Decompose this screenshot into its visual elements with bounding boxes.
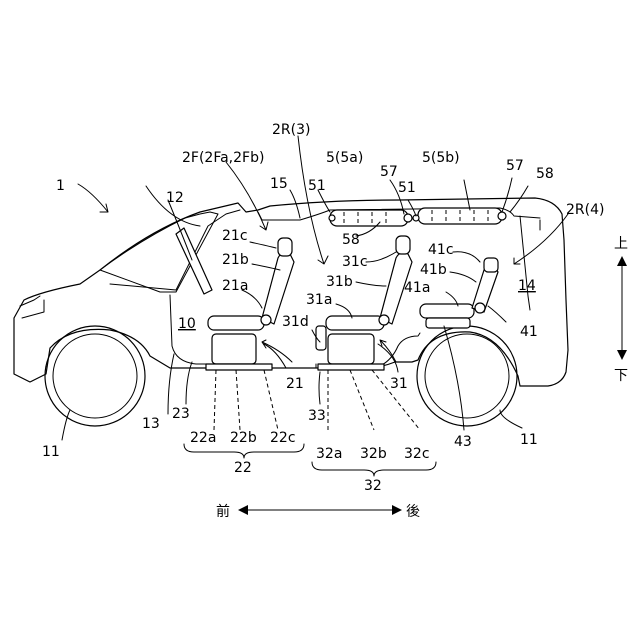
rails-22-dashed — [214, 370, 278, 430]
label-15: 15 — [270, 176, 288, 192]
label-22b: 22b — [230, 430, 257, 446]
seat-41c-headrest — [484, 258, 498, 272]
label-57-right: 57 — [506, 158, 524, 174]
front-arrowhead — [238, 505, 248, 515]
label-31c: 31c — [342, 254, 368, 270]
seat-21a-cushion — [208, 316, 264, 330]
label-32b: 32b — [360, 446, 387, 462]
arrow-21 — [262, 340, 292, 362]
inflator-51-left — [329, 215, 335, 221]
seat-rail-23 — [206, 364, 272, 370]
rear-wheel-inner — [425, 334, 509, 418]
label-10: 10 — [178, 316, 196, 332]
label-51-right: 51 — [398, 180, 416, 196]
seat-21-recliner — [261, 315, 271, 325]
label-11-left: 11 — [42, 444, 60, 460]
direction-rear-label: 後 — [406, 504, 420, 520]
seat-rail-33 — [318, 364, 384, 370]
label-43: 43 — [454, 434, 472, 450]
label-22: 22 — [234, 460, 252, 476]
airbag-5a — [330, 210, 408, 226]
middle-seat-31 — [316, 236, 420, 430]
label-58-mid: 58 — [342, 232, 360, 248]
label-33: 33 — [308, 408, 326, 424]
seat-41-recliner — [475, 303, 485, 313]
front-wheel — [45, 326, 145, 426]
label-32: 32 — [364, 478, 382, 494]
front-seat-21 — [206, 238, 294, 430]
label-31a: 31a — [306, 292, 332, 308]
front-wheel-inner — [53, 334, 137, 418]
label-5a: 5(5a) — [326, 150, 363, 166]
label-57-left: 57 — [380, 164, 398, 180]
seat-41-base — [426, 318, 470, 328]
rear-hatch-line — [520, 216, 540, 310]
front-fascia — [20, 296, 44, 318]
label-12: 12 — [166, 190, 184, 206]
label-2R4: 2R(4) — [566, 202, 604, 218]
seat-31-base — [328, 334, 374, 364]
inflator-57-right — [498, 212, 506, 220]
label-5b: 5(5b) — [422, 150, 460, 166]
direction-front-label: 前 — [216, 503, 230, 520]
seat-21c-headrest — [278, 238, 292, 256]
label-14: 14 — [518, 278, 536, 294]
rear-arrowhead — [392, 505, 402, 515]
label-2F: 2F(2Fa,2Fb) — [182, 150, 264, 166]
label-32c: 32c — [404, 446, 430, 462]
arrow-2F — [226, 162, 268, 230]
label-41: 41 — [520, 324, 538, 340]
label-13: 13 — [142, 416, 160, 432]
seat-31c-headrest — [396, 236, 410, 254]
label-22c: 22c — [270, 430, 296, 446]
label-21b: 21b — [222, 252, 249, 268]
label-51-left: 51 — [308, 178, 326, 194]
label-31b: 31b — [326, 274, 353, 290]
inflator-57-left — [404, 214, 412, 222]
label-22a: 22a — [190, 430, 216, 446]
arrow-1 — [78, 184, 108, 212]
brace-32 — [312, 462, 436, 476]
rear-wheel — [417, 326, 517, 426]
label-21c: 21c — [222, 228, 248, 244]
label-41c: 41c — [428, 242, 454, 258]
label-21a: 21a — [222, 278, 248, 294]
label-1: 1 — [56, 178, 65, 194]
label-31: 31 — [390, 376, 408, 392]
steering-wheel — [176, 228, 212, 294]
direction-down-label: 下 — [614, 368, 628, 384]
label-21: 21 — [286, 376, 304, 392]
seat-31d-lever — [316, 326, 326, 350]
seat-31-recliner — [379, 315, 389, 325]
label-41a: 41a — [404, 280, 430, 296]
label-23: 23 — [172, 406, 190, 422]
up-arrowhead — [617, 256, 627, 266]
label-58-right: 58 — [536, 166, 554, 182]
brace-22 — [184, 444, 304, 458]
seat-41a-cushion — [420, 304, 474, 318]
label-31d: 31d — [282, 314, 309, 330]
direction-up-label: 上 — [614, 236, 628, 252]
label-32a: 32a — [316, 446, 342, 462]
label-41b: 41b — [420, 262, 447, 278]
down-arrowhead — [617, 350, 627, 360]
label-11-right: 11 — [520, 432, 538, 448]
seat-21-base — [212, 334, 256, 364]
label-2R3: 2R(3) — [272, 122, 310, 138]
seat-31a-cushion — [326, 316, 384, 330]
